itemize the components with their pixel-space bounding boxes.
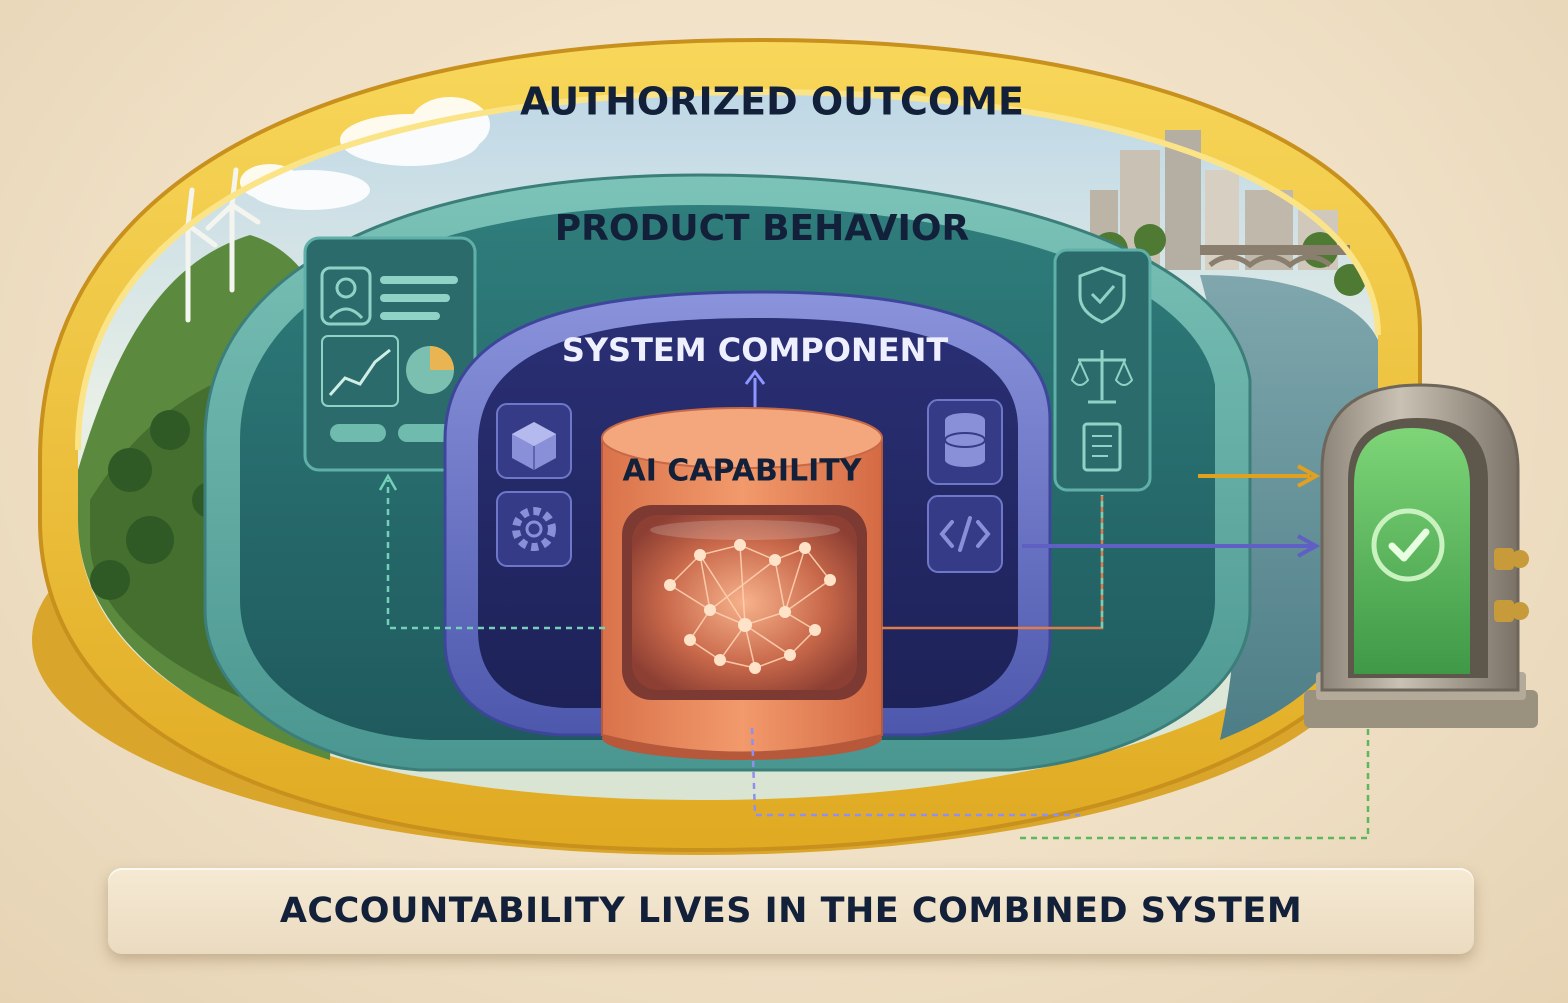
gate-hinges (1494, 548, 1529, 622)
core-top (601, 407, 883, 469)
product-panel-left (303, 236, 477, 472)
footer-banner: ACCOUNTABILITY LIVES IN THE COMBINED SYS… (108, 868, 1474, 954)
gear-tile (496, 491, 572, 567)
gear-icon (512, 507, 556, 551)
shield-check-icon (1078, 266, 1126, 324)
clouds (240, 97, 490, 210)
neural-network-chamber (632, 515, 857, 690)
network-nodes (664, 539, 836, 674)
outer-rim-highlight (75, 88, 1381, 451)
database-icon (944, 413, 986, 467)
product-behavior-label: PRODUCT BEHAVIOR (555, 208, 970, 249)
authorized-outcome-label: AUTHORIZED OUTCOME (520, 80, 1024, 124)
dashed-green-arrow-to-gate (1020, 708, 1370, 840)
scales-icon (1070, 350, 1134, 404)
trees (90, 410, 256, 600)
check-icon (1371, 508, 1445, 582)
database-tile (927, 399, 1003, 485)
accountability-caption: ACCOUNTABILITY LIVES IN THE COMBINED SYS… (279, 891, 1303, 931)
bridge (1200, 245, 1350, 269)
code-icon (939, 516, 991, 552)
glass-reflection (650, 520, 840, 540)
code-tile (927, 495, 1003, 573)
wind-turbines (157, 167, 261, 323)
ai-capability-core: AI CAPABILITY (601, 407, 883, 760)
product-panel-right (1053, 248, 1152, 492)
user-profile-icon (320, 266, 372, 326)
pie-chart-icon (406, 346, 454, 394)
line-chart-icon (321, 335, 399, 407)
cube-icon (512, 422, 556, 470)
connector-arrows (378, 464, 1378, 840)
system-component-label: SYSTEM COMPONENT (562, 331, 949, 369)
ai-capability-label: AI CAPABILITY (622, 454, 862, 489)
cube-tile (496, 403, 572, 479)
approval-gate (1304, 383, 1538, 728)
document-icon (1082, 422, 1122, 472)
